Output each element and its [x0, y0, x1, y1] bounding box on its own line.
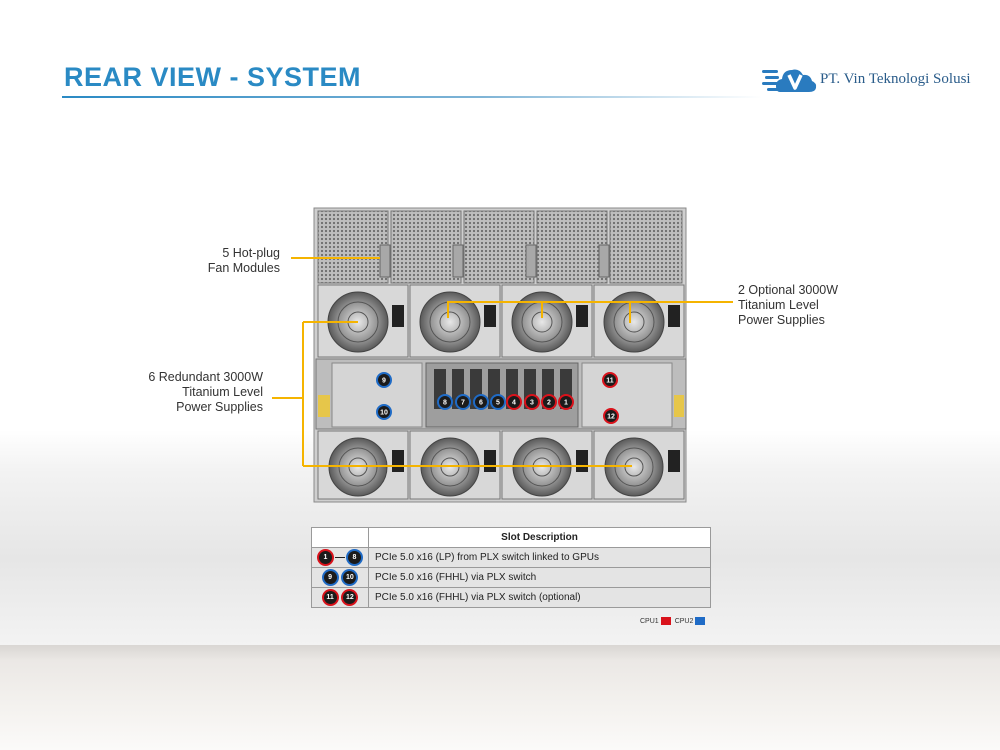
redundant-psu-line-3: Power Supplies [176, 400, 263, 414]
legend-cpu2-label: CPU2 [674, 617, 694, 625]
slot-badge-1: 1 [558, 394, 574, 410]
slot-badge-9: 9 [376, 372, 392, 388]
company-name: PT. Vin Teknologi Solusi [820, 71, 971, 87]
expansion-slots-area [315, 358, 687, 430]
fan-label-line-1: 5 Hot-plug [222, 246, 280, 260]
title-underline [62, 96, 762, 98]
server-rear-illustration: 9 10 8 7 6 5 4 3 [313, 207, 687, 503]
svg-text:9: 9 [382, 378, 386, 385]
background-floor-bottom [0, 645, 1000, 750]
table-header-row: Slot Description [311, 527, 711, 548]
optional-psu-line-1: 2 Optional 3000W [738, 283, 839, 297]
optional-psu-line-3: Power Supplies [738, 313, 825, 327]
svg-text:5: 5 [496, 400, 500, 407]
svg-text:1: 1 [564, 400, 568, 407]
fan-label-line-2: Fan Modules [207, 261, 280, 275]
redundant-psu-line-1: 6 Redundant 3000W [148, 370, 263, 384]
legend-cpu1-label: CPU1 [640, 617, 659, 625]
slot-icon-8: 8 [348, 551, 361, 564]
svg-text:6: 6 [479, 400, 483, 407]
fan-modules [317, 210, 683, 284]
slot-icon-12: 12 [343, 591, 357, 604]
page-title: REAR VIEW - SYSTEM [64, 62, 362, 92]
fan-modules-label: 5 Hot-plug Fan Modules [180, 246, 280, 276]
legend-cpu1-swatch [660, 617, 671, 625]
svg-text:11: 11 [606, 378, 614, 385]
table-row-description: PCIe 5.0 x16 (FHHL) via PLX switch [368, 567, 711, 588]
cloud-v-logo-icon [762, 69, 817, 92]
slot-badge-4: 4 [506, 394, 522, 410]
slot-badge-2: 2 [541, 394, 557, 410]
slot-badge-3: 3 [524, 394, 540, 410]
redundant-psu-line-2: Titanium Level [182, 385, 263, 399]
redundant-psu-label: 6 Redundant 3000W Titanium Level Power S… [130, 370, 263, 415]
slot-badge-7: 7 [455, 394, 471, 410]
slot-badge-12: 12 [603, 408, 619, 424]
slot-badge-5: 5 [490, 394, 506, 410]
table-row-description: PCIe 5.0 x16 (FHHL) via PLX switch (opti… [368, 587, 711, 608]
slot-badge-10: 10 [376, 404, 392, 420]
table-row: 9 10 PCIe 5.0 x16 (FHHL) via PLX switch [311, 567, 711, 588]
table-row-description: PCIe 5.0 x16 (LP) from PLX switch linked… [368, 547, 711, 568]
table-row: 11 12 PCIe 5.0 x16 (FHHL) via PLX switch… [311, 587, 711, 608]
svg-text:12: 12 [607, 414, 615, 421]
table-row-icons: 11 12 [311, 587, 369, 608]
svg-text:10: 10 [380, 410, 388, 417]
svg-text:8: 8 [443, 400, 447, 407]
table-row-icons: 9 10 [311, 567, 369, 588]
svg-text:3: 3 [530, 400, 534, 407]
table-header-blank [311, 527, 369, 548]
optional-psu-label: 2 Optional 3000W Titanium Level Power Su… [738, 283, 838, 328]
svg-text:2: 2 [547, 400, 551, 407]
svg-text:4: 4 [512, 400, 516, 407]
slot-icon-1: 1 [319, 551, 332, 564]
slot-icon-11: 11 [323, 591, 337, 604]
slot-icon-10: 10 [343, 571, 357, 584]
cpu-legend: CPU1 CPU2 [640, 617, 709, 625]
slot-icon-9: 9 [323, 571, 337, 584]
legend-cpu2-swatch [695, 617, 706, 625]
optional-psu-line-2: Titanium Level [738, 298, 819, 312]
slot-badge-8: 8 [437, 394, 453, 410]
slot-badge-6: 6 [473, 394, 489, 410]
range-dash [335, 557, 345, 558]
company-logo: PT. Vin Teknologi Solusi [762, 62, 992, 96]
table-header-slot-description: Slot Description [368, 527, 711, 548]
slot-badge-11: 11 [602, 372, 618, 388]
svg-text:7: 7 [461, 400, 465, 407]
